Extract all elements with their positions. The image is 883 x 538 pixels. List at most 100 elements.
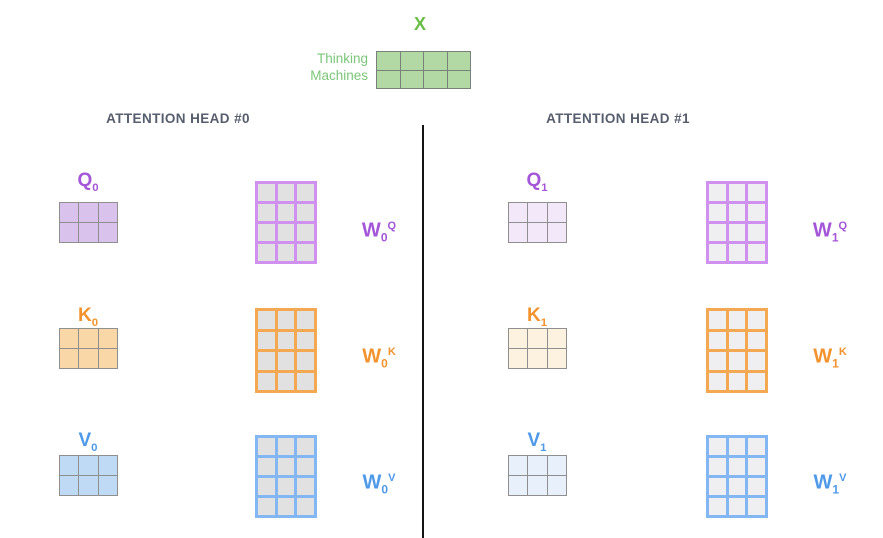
- w0q-matrix: [255, 181, 317, 264]
- matrix-cell: [547, 476, 566, 495]
- matrix-cell: [297, 184, 314, 201]
- matrix-cell: [98, 476, 117, 495]
- matrix-cell: [447, 70, 470, 88]
- matrix-cell: [98, 203, 117, 222]
- matrix-cell: [728, 372, 746, 390]
- matrix-cell: [277, 224, 295, 241]
- matrix-cell: [60, 349, 79, 368]
- matrix-cell: [79, 349, 98, 368]
- attention-head-0-title: ATTENTION HEAD #0: [106, 111, 250, 126]
- matrix-cell: [258, 184, 275, 201]
- matrix-cell: [709, 478, 726, 495]
- matrix-cell: [709, 372, 726, 390]
- matrix-cell: [258, 331, 275, 349]
- matrix-cell: [277, 244, 295, 261]
- matrix-cell: [547, 203, 566, 222]
- matrix-cell: [748, 498, 765, 515]
- matrix-cell: [424, 70, 447, 88]
- matrix-cell: [509, 456, 528, 475]
- matrix-cell: [728, 352, 746, 370]
- matrix-cell: [748, 458, 765, 475]
- matrix-cell: [277, 184, 295, 201]
- matrix-cell: [728, 224, 746, 241]
- matrix-cell: [748, 244, 765, 261]
- matrix-cell: [277, 311, 295, 329]
- q0-matrix: [59, 202, 118, 243]
- k0-matrix: [59, 328, 118, 369]
- v1-matrix: [508, 455, 567, 496]
- matrix-cell: [728, 204, 746, 221]
- matrix-cell: [400, 52, 423, 70]
- matrix-cell: [709, 458, 726, 475]
- matrix-cell: [748, 331, 765, 349]
- matrix-cell: [297, 204, 314, 221]
- matrix-cell: [728, 331, 746, 349]
- matrix-cell: [258, 498, 275, 515]
- w1v-label: W1V: [813, 471, 847, 497]
- matrix-cell: [60, 329, 79, 348]
- matrix-cell: [748, 311, 765, 329]
- matrix-cell: [297, 372, 314, 390]
- matrix-cell: [258, 438, 275, 455]
- matrix-cell: [709, 184, 726, 201]
- matrix-cell: [79, 203, 98, 222]
- matrix-cell: [79, 329, 98, 348]
- matrix-cell: [709, 438, 726, 455]
- thinking-machines-caption: Thinking Machines: [290, 50, 368, 84]
- matrix-cell: [297, 311, 314, 329]
- matrix-cell: [509, 349, 528, 368]
- x-matrix: [376, 51, 471, 89]
- matrix-cell: [528, 203, 547, 222]
- matrix-cell: [748, 478, 765, 495]
- matrix-cell: [277, 498, 295, 515]
- matrix-cell: [709, 204, 726, 221]
- matrix-cell: [258, 311, 275, 329]
- w1q-matrix: [706, 181, 768, 264]
- q0-label: Q0: [77, 170, 99, 194]
- matrix-cell: [728, 438, 746, 455]
- caption-line-1: Thinking: [316, 51, 368, 66]
- matrix-cell: [748, 224, 765, 241]
- matrix-cell: [277, 352, 295, 370]
- k0-label: K0: [77, 305, 99, 329]
- matrix-cell: [709, 311, 726, 329]
- matrix-cell: [528, 349, 547, 368]
- matrix-cell: [728, 458, 746, 475]
- w1k-label: W1K: [813, 345, 847, 371]
- matrix-cell: [98, 456, 117, 475]
- matrix-cell: [258, 224, 275, 241]
- matrix-cell: [60, 476, 79, 495]
- matrix-cell: [748, 184, 765, 201]
- matrix-cell: [748, 204, 765, 221]
- matrix-cell: [728, 184, 746, 201]
- matrix-cell: [547, 349, 566, 368]
- matrix-cell: [748, 352, 765, 370]
- matrix-cell: [60, 223, 79, 242]
- w0v-label: W0V: [362, 471, 396, 497]
- matrix-cell: [277, 438, 295, 455]
- matrix-cell: [547, 329, 566, 348]
- attention-head-1-title: ATTENTION HEAD #1: [546, 111, 690, 126]
- matrix-cell: [297, 478, 314, 495]
- matrix-cell: [297, 244, 314, 261]
- v0-label: V0: [78, 430, 98, 454]
- matrix-cell: [277, 331, 295, 349]
- matrix-cell: [528, 223, 547, 242]
- matrix-cell: [748, 372, 765, 390]
- matrix-cell: [709, 224, 726, 241]
- matrix-cell: [709, 244, 726, 261]
- matrix-cell: [709, 352, 726, 370]
- matrix-cell: [98, 329, 117, 348]
- matrix-cell: [528, 329, 547, 348]
- w0k-label: W0K: [362, 345, 396, 371]
- matrix-cell: [547, 223, 566, 242]
- matrix-cell: [277, 478, 295, 495]
- matrix-cell: [79, 456, 98, 475]
- matrix-cell: [728, 478, 746, 495]
- w1v-matrix: [706, 435, 768, 518]
- v1-label: V1: [527, 430, 547, 454]
- matrix-cell: [509, 223, 528, 242]
- matrix-cell: [258, 244, 275, 261]
- v0-matrix: [59, 455, 118, 496]
